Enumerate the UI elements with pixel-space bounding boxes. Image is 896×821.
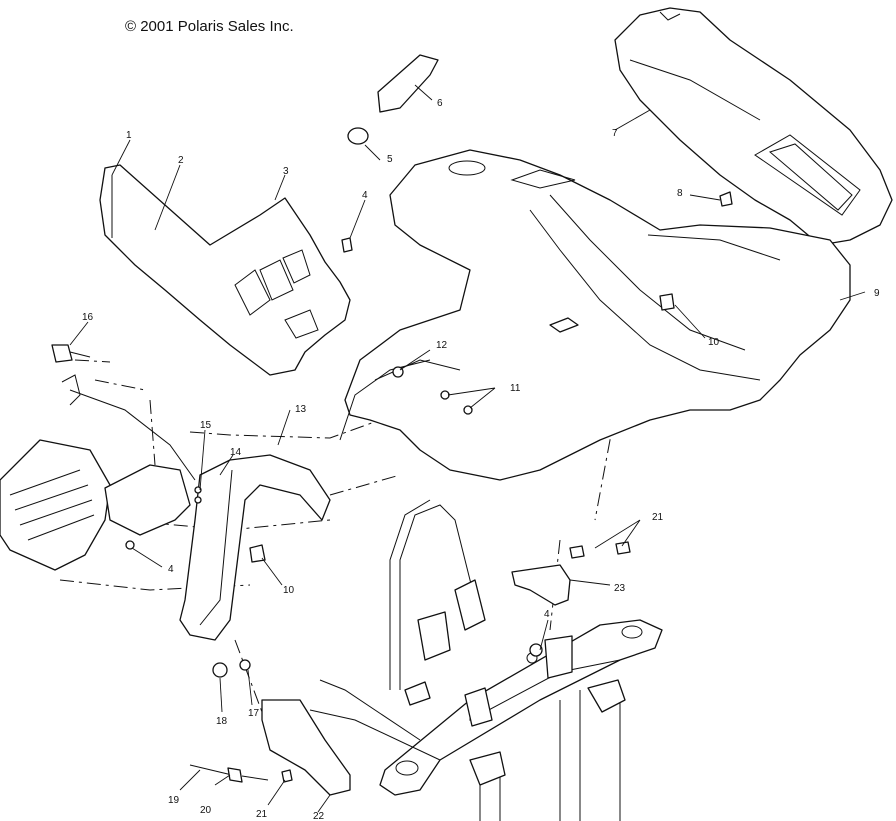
callout-9: 9 (874, 288, 880, 299)
left-footrest (0, 374, 196, 571)
callout-4: 4 (544, 609, 550, 620)
callout-10: 10 (283, 585, 295, 596)
callout-11: 11 (510, 383, 521, 394)
copyright-notice: © 2001 Polaris Sales Inc. (125, 18, 294, 35)
left-side-panel (99, 164, 351, 376)
callout-8: 8 (677, 188, 683, 199)
callout-18: 18 (216, 716, 228, 727)
rear-fender-body (339, 149, 851, 481)
leader-lines (69, 84, 866, 813)
seat (614, 7, 893, 246)
callout-12: 12 (436, 340, 448, 351)
callout-1: 1 (126, 130, 132, 141)
callout-labels: 1 2 3 4 4 4 5 6 7 8 9 10 10 11 12 13 14 … (82, 98, 880, 821)
callout-4: 4 (362, 190, 368, 201)
callout-21: 21 (256, 809, 268, 820)
callout-10: 10 (708, 337, 720, 348)
callout-16: 16 (82, 312, 94, 323)
callout-20: 20 (200, 805, 212, 816)
callout-5: 5 (387, 154, 393, 165)
callout-23: 23 (614, 583, 626, 594)
callout-21: 21 (652, 512, 664, 523)
frame (309, 499, 663, 821)
callout-6: 6 (437, 98, 443, 109)
callout-13: 13 (295, 404, 307, 415)
mud-flap (179, 454, 331, 641)
callout-7: 7 (612, 128, 618, 139)
callout-19: 19 (168, 795, 180, 806)
callout-14: 14 (230, 447, 242, 458)
callout-22: 22 (313, 811, 325, 821)
bracket-plate (511, 564, 571, 606)
callout-3: 3 (283, 166, 289, 177)
callout-2: 2 (178, 155, 184, 166)
mud-guard-plate (261, 699, 351, 796)
callout-17: 17 (248, 708, 260, 719)
callout-15: 15 (200, 420, 212, 431)
callout-4: 4 (168, 564, 174, 575)
fastener-hardware (51, 54, 733, 783)
